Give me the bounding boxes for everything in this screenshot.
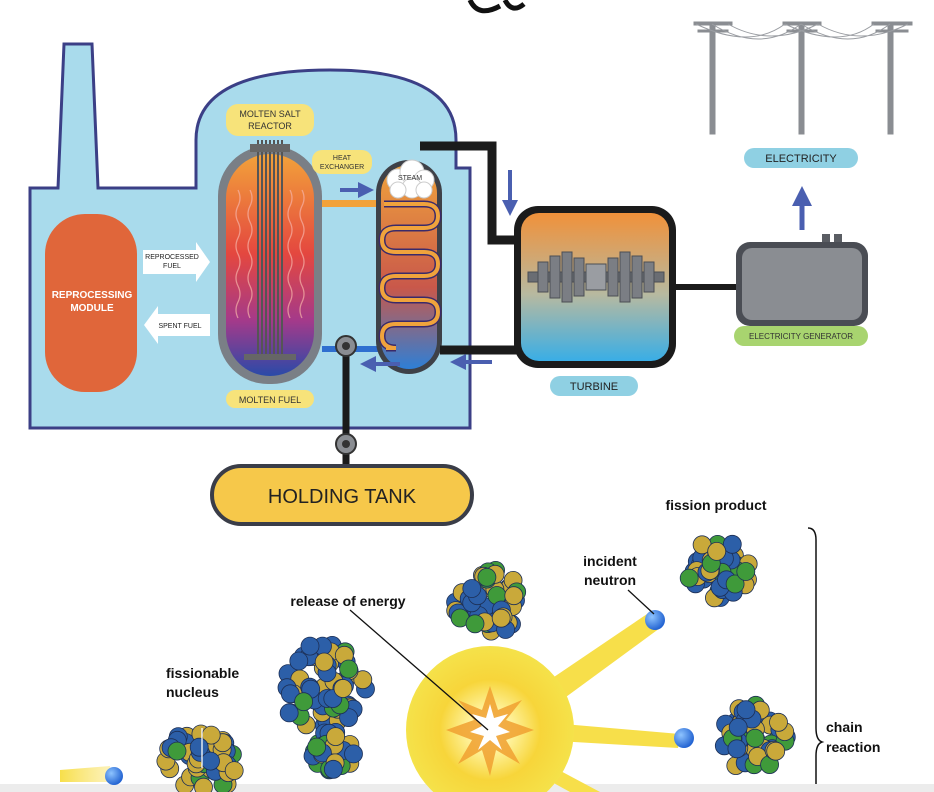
heat-exchanger-interior bbox=[381, 165, 437, 369]
reprocessed-fuel-label-2: FUEL bbox=[163, 263, 181, 270]
nucleon bbox=[465, 614, 485, 634]
hot-salt-pipe bbox=[322, 200, 384, 207]
heat-exchanger-coil bbox=[379, 202, 441, 350]
heat-exchanger-badge bbox=[312, 150, 372, 174]
turbine-label: TURBINE bbox=[570, 381, 618, 393]
nucleon bbox=[769, 712, 788, 732]
release-energy-pointer bbox=[349, 609, 489, 731]
incident-neutron-ball bbox=[645, 610, 665, 630]
incident-neutron-label-2: neutron bbox=[584, 572, 636, 588]
generator-shaft bbox=[676, 284, 738, 290]
nucleon bbox=[679, 568, 699, 588]
energy-burst-center bbox=[470, 704, 510, 750]
nucleon bbox=[189, 737, 209, 757]
turbine-rotor-icon bbox=[527, 251, 665, 303]
molten-salt-reactor-badge bbox=[226, 104, 314, 136]
fission-product-nucleus-top bbox=[679, 534, 758, 608]
spent-fuel-label: SPENT FUEL bbox=[158, 323, 201, 330]
nucleon bbox=[333, 679, 353, 698]
incoming-neutron bbox=[105, 767, 123, 785]
heat-exchanger-label-2: EXCHANGER bbox=[320, 164, 364, 171]
turbine-badge bbox=[550, 376, 638, 396]
reprocessing-module bbox=[45, 214, 137, 392]
nucleon bbox=[491, 608, 511, 628]
steam-label: STEAM bbox=[398, 175, 422, 182]
molten-fuel-badge bbox=[226, 390, 314, 408]
incident-neutron-label-1: incident bbox=[583, 553, 637, 569]
nucleon bbox=[766, 741, 786, 761]
fissionable-nucleus-label-2: nucleus bbox=[166, 684, 219, 700]
nucleus-clusters bbox=[156, 534, 796, 792]
fissionable-nucleus-left bbox=[156, 724, 244, 792]
nucleon bbox=[725, 574, 745, 594]
nucleon bbox=[314, 652, 334, 672]
reactor-heat-waves bbox=[235, 189, 305, 319]
nucleon bbox=[353, 670, 373, 690]
nucleon bbox=[722, 534, 742, 554]
nucleon bbox=[736, 562, 756, 581]
molten-salt-reactor-label-2: REACTOR bbox=[248, 121, 292, 131]
nucleon bbox=[289, 651, 309, 671]
fission-product-label: fission product bbox=[665, 497, 766, 513]
release-of-energy-label: release of energy bbox=[290, 593, 405, 609]
steam-pipe bbox=[420, 141, 520, 245]
nucleon bbox=[167, 741, 187, 761]
nucleon bbox=[504, 586, 524, 606]
chain-reaction-label-2: reaction bbox=[826, 739, 880, 755]
nucleon bbox=[300, 636, 320, 656]
nucleon bbox=[279, 703, 299, 723]
fissionable-nucleus-label-1: fissionable bbox=[166, 665, 239, 681]
reprocessed-fuel-arrow bbox=[143, 242, 210, 282]
holding-tank bbox=[210, 464, 474, 526]
electricity-generator-label: ELECTRICITY GENERATOR bbox=[749, 332, 853, 341]
nucleon bbox=[326, 727, 346, 746]
reprocessed-fuel-label-1: REPROCESSED bbox=[145, 254, 199, 261]
electricity-generator-badge bbox=[734, 326, 868, 346]
nucleon bbox=[194, 777, 213, 792]
nucleon bbox=[477, 567, 497, 587]
fission-product-nucleus-right bbox=[714, 695, 796, 775]
nucleon bbox=[462, 579, 482, 598]
molten-fuel-label: MOLTEN FUEL bbox=[239, 395, 301, 405]
chain-reaction-label-1: chain bbox=[826, 719, 863, 735]
nucleon bbox=[728, 717, 748, 737]
reprocessing-module-label-2: MODULE bbox=[70, 303, 114, 314]
nucleon bbox=[344, 744, 363, 764]
nucleon bbox=[736, 700, 756, 720]
heat-exchanger-label-1: HEAT bbox=[333, 155, 352, 162]
nucleon bbox=[745, 728, 765, 748]
spent-fuel-arrow bbox=[144, 306, 210, 344]
power-line-poles-icon bbox=[693, 21, 913, 135]
electricity-label: ELECTRICITY bbox=[765, 153, 837, 165]
fissionable-nucleus-main bbox=[277, 636, 375, 735]
chain-reaction-brace bbox=[807, 527, 825, 784]
incident-neutron-pointer bbox=[627, 589, 655, 615]
fission-product-nucleus-middle bbox=[446, 561, 527, 641]
holding-tank-label: HOLDING TANK bbox=[268, 486, 417, 508]
released-neutron-ball bbox=[674, 728, 694, 748]
nucleon bbox=[727, 739, 747, 759]
heading-fragment bbox=[467, 0, 502, 14]
control-rods bbox=[257, 140, 283, 356]
molten-salt-reactor-label-1: MOLTEN SALT bbox=[239, 109, 301, 119]
reprocessing-module-label-1: REPROCESSING bbox=[52, 290, 133, 301]
steam-cloud bbox=[386, 159, 435, 199]
nucleon bbox=[224, 761, 244, 780]
electricity-badge bbox=[744, 148, 858, 168]
nucleon bbox=[307, 737, 327, 757]
nucleon bbox=[339, 659, 359, 679]
nucleon bbox=[323, 759, 343, 779]
incoming-neutron-trail bbox=[60, 766, 110, 782]
fissionable-nucleus-tail bbox=[303, 723, 363, 780]
nucleon bbox=[294, 692, 314, 712]
nucleon bbox=[707, 542, 727, 561]
